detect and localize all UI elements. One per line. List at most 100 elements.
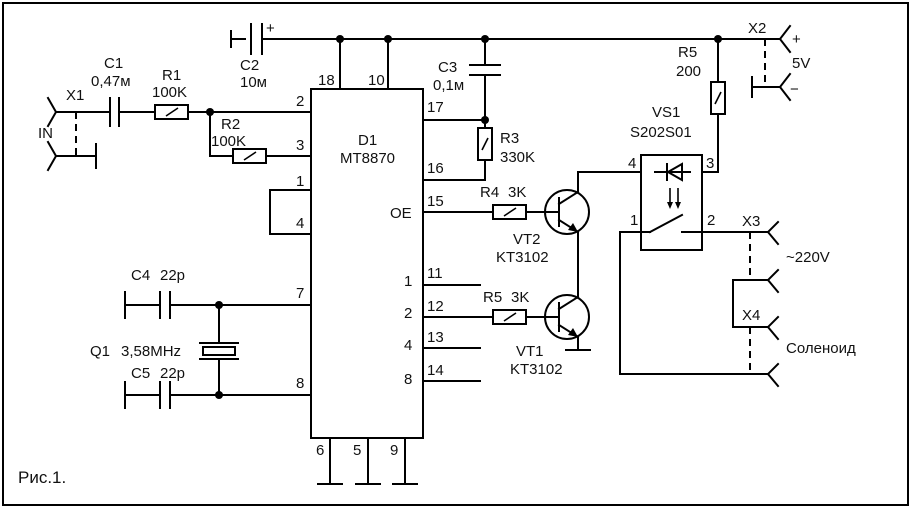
r2-value: 100K [211, 133, 246, 150]
pin-label: 16 [427, 160, 444, 177]
pin-label: 2 [296, 93, 304, 110]
triac-switch [648, 213, 684, 234]
pin1-pin4-loop [269, 189, 312, 235]
r1-value: 100K [152, 84, 187, 101]
c4-ref: C4 [131, 267, 150, 284]
vt1-ref: VT1 [516, 343, 544, 360]
junction-dot [215, 391, 223, 399]
out-label: 4 [404, 337, 412, 354]
x2-jack-minus [778, 72, 792, 102]
pin-label: 3 [296, 137, 304, 154]
out-label: 2 [404, 305, 412, 322]
vs1-pin3: 3 [706, 155, 714, 172]
vt2-collector [557, 190, 580, 206]
x3-ref: X3 [742, 213, 760, 230]
c5-ref: C5 [131, 365, 150, 382]
r5-value: 200 [676, 63, 701, 80]
r5-ref: R5 [678, 44, 697, 61]
c3-value: 0,1м [433, 77, 464, 94]
x4-jack-bottom [766, 362, 780, 388]
x2-plus: + [792, 31, 801, 48]
x1-jack-top [46, 96, 58, 128]
vt2-body [544, 189, 590, 235]
vt1-emitter-arrow [568, 328, 578, 337]
vs1-body [640, 154, 703, 251]
pin-label: 10 [368, 72, 385, 89]
ic-oe-label: OE [390, 205, 412, 222]
q1-crystal-body [202, 346, 236, 356]
r2-left-wire [209, 111, 234, 157]
r3-ref: R3 [500, 130, 519, 147]
pin-label: 8 [296, 375, 304, 392]
junction-dot [714, 35, 722, 43]
vs1-ref: VS1 [652, 104, 680, 121]
resistor-hatch [165, 107, 179, 117]
c2-ref: C2 [240, 57, 259, 74]
vs1-pin1-wire [619, 231, 769, 375]
vs1-value: S202S01 [630, 124, 692, 141]
c2-value: 10м [240, 74, 267, 91]
pin-label: 15 [427, 193, 444, 210]
vt2-collector-wire [577, 171, 642, 193]
x4-ref: X4 [742, 307, 760, 324]
x4-jack-top [766, 315, 780, 341]
r5b-value: 3K [511, 289, 529, 306]
ic-ref: D1 [358, 132, 377, 149]
out-label: 8 [404, 371, 412, 388]
vs1-pin2: 2 [707, 212, 715, 229]
r4-ref: R4 [480, 184, 499, 201]
resistor-hatch [714, 91, 722, 105]
x4-label: Соленоид [786, 340, 856, 357]
vt2-value: KT3102 [496, 249, 549, 266]
x1-jack-bottom [46, 140, 58, 172]
r5b-ref: R5 [483, 289, 502, 306]
pin-label: 11 [427, 265, 443, 282]
vt2-emitter-arrow [568, 223, 578, 232]
junction-dot [336, 35, 344, 43]
vt1-body [544, 294, 590, 340]
arrow-head [675, 202, 681, 209]
pin-label: 4 [296, 215, 304, 232]
r1-ref: R1 [162, 67, 181, 84]
c1-value: 0,47м [91, 73, 131, 90]
pin-label: 9 [390, 442, 398, 459]
x3-label: ~220V [786, 249, 830, 266]
pin-label: 7 [296, 285, 304, 302]
x2-jack-plus [778, 24, 792, 54]
c5-value: 22p [160, 365, 185, 382]
led-icon [665, 162, 683, 182]
r5-vs1-wire [701, 113, 719, 173]
x1-ref: X1 [66, 87, 84, 104]
r3-value: 330K [500, 149, 535, 166]
pin-label: 17 [427, 99, 444, 116]
arrow-head [667, 202, 673, 209]
pin-label: 5 [353, 442, 361, 459]
pin-label: 1 [296, 173, 304, 190]
vt1-collector [557, 295, 580, 311]
c4-value: 22p [160, 267, 185, 284]
c2-plus-mark: + [266, 20, 275, 37]
x3-jack-top [766, 220, 780, 246]
out-label: 1 [404, 273, 412, 290]
x2-minus: − [790, 81, 799, 98]
vt1-value: KT3102 [510, 361, 563, 378]
pin-label: 18 [318, 72, 335, 89]
r2-ref: R2 [221, 116, 240, 133]
resistor-hatch [503, 207, 517, 217]
x2-ref: X2 [748, 20, 766, 37]
pin-label: 6 [316, 442, 324, 459]
pin-label: 13 [427, 329, 444, 346]
vs1-pin1: 1 [630, 212, 638, 229]
c1-ref: C1 [104, 55, 123, 72]
junction-dot [481, 35, 489, 43]
x2-label: 5V [792, 55, 810, 72]
x3-jack-bottom [766, 268, 780, 294]
ic-part: MT8870 [340, 150, 395, 167]
vs1-pin4: 4 [628, 155, 636, 172]
resistor-hatch [243, 151, 257, 161]
pin-label: 14 [427, 362, 444, 379]
resistor-hatch [503, 312, 517, 322]
